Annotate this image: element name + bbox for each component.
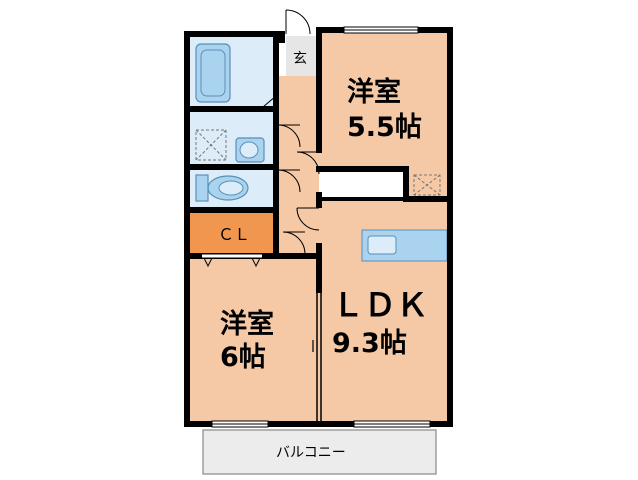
western-room-south-floor <box>190 256 319 421</box>
balcony-label: バルコニー <box>276 445 346 461</box>
wash-basin <box>235 137 265 163</box>
north-room-size: 5.5帖 <box>347 112 422 143</box>
closet-floor <box>190 213 276 253</box>
doors <box>262 9 320 255</box>
washing-machine-space <box>195 129 227 161</box>
windows <box>211 26 431 428</box>
ldk-size: 9.3帖 <box>332 328 407 359</box>
toilet-fixture <box>195 174 249 202</box>
corridor-floor <box>276 76 319 256</box>
north-room-name: 洋室 <box>347 76 401 108</box>
utility-space-marker <box>413 174 441 196</box>
bathtub <box>195 43 231 103</box>
south-room-name: 洋室 <box>220 308 274 340</box>
balcony-floor <box>202 429 437 475</box>
closet-door <box>202 254 262 268</box>
kitchen-sink <box>367 235 397 255</box>
closet-label: ＣＬ <box>218 225 250 244</box>
entrance-label: 玄 <box>293 50 307 67</box>
sliding-partition <box>312 290 322 421</box>
western-room-north-floor <box>319 33 447 169</box>
ldk-name: ＬＤＫ <box>332 286 428 324</box>
entrance-floor <box>286 36 319 76</box>
south-room-size: 6帖 <box>220 342 266 373</box>
